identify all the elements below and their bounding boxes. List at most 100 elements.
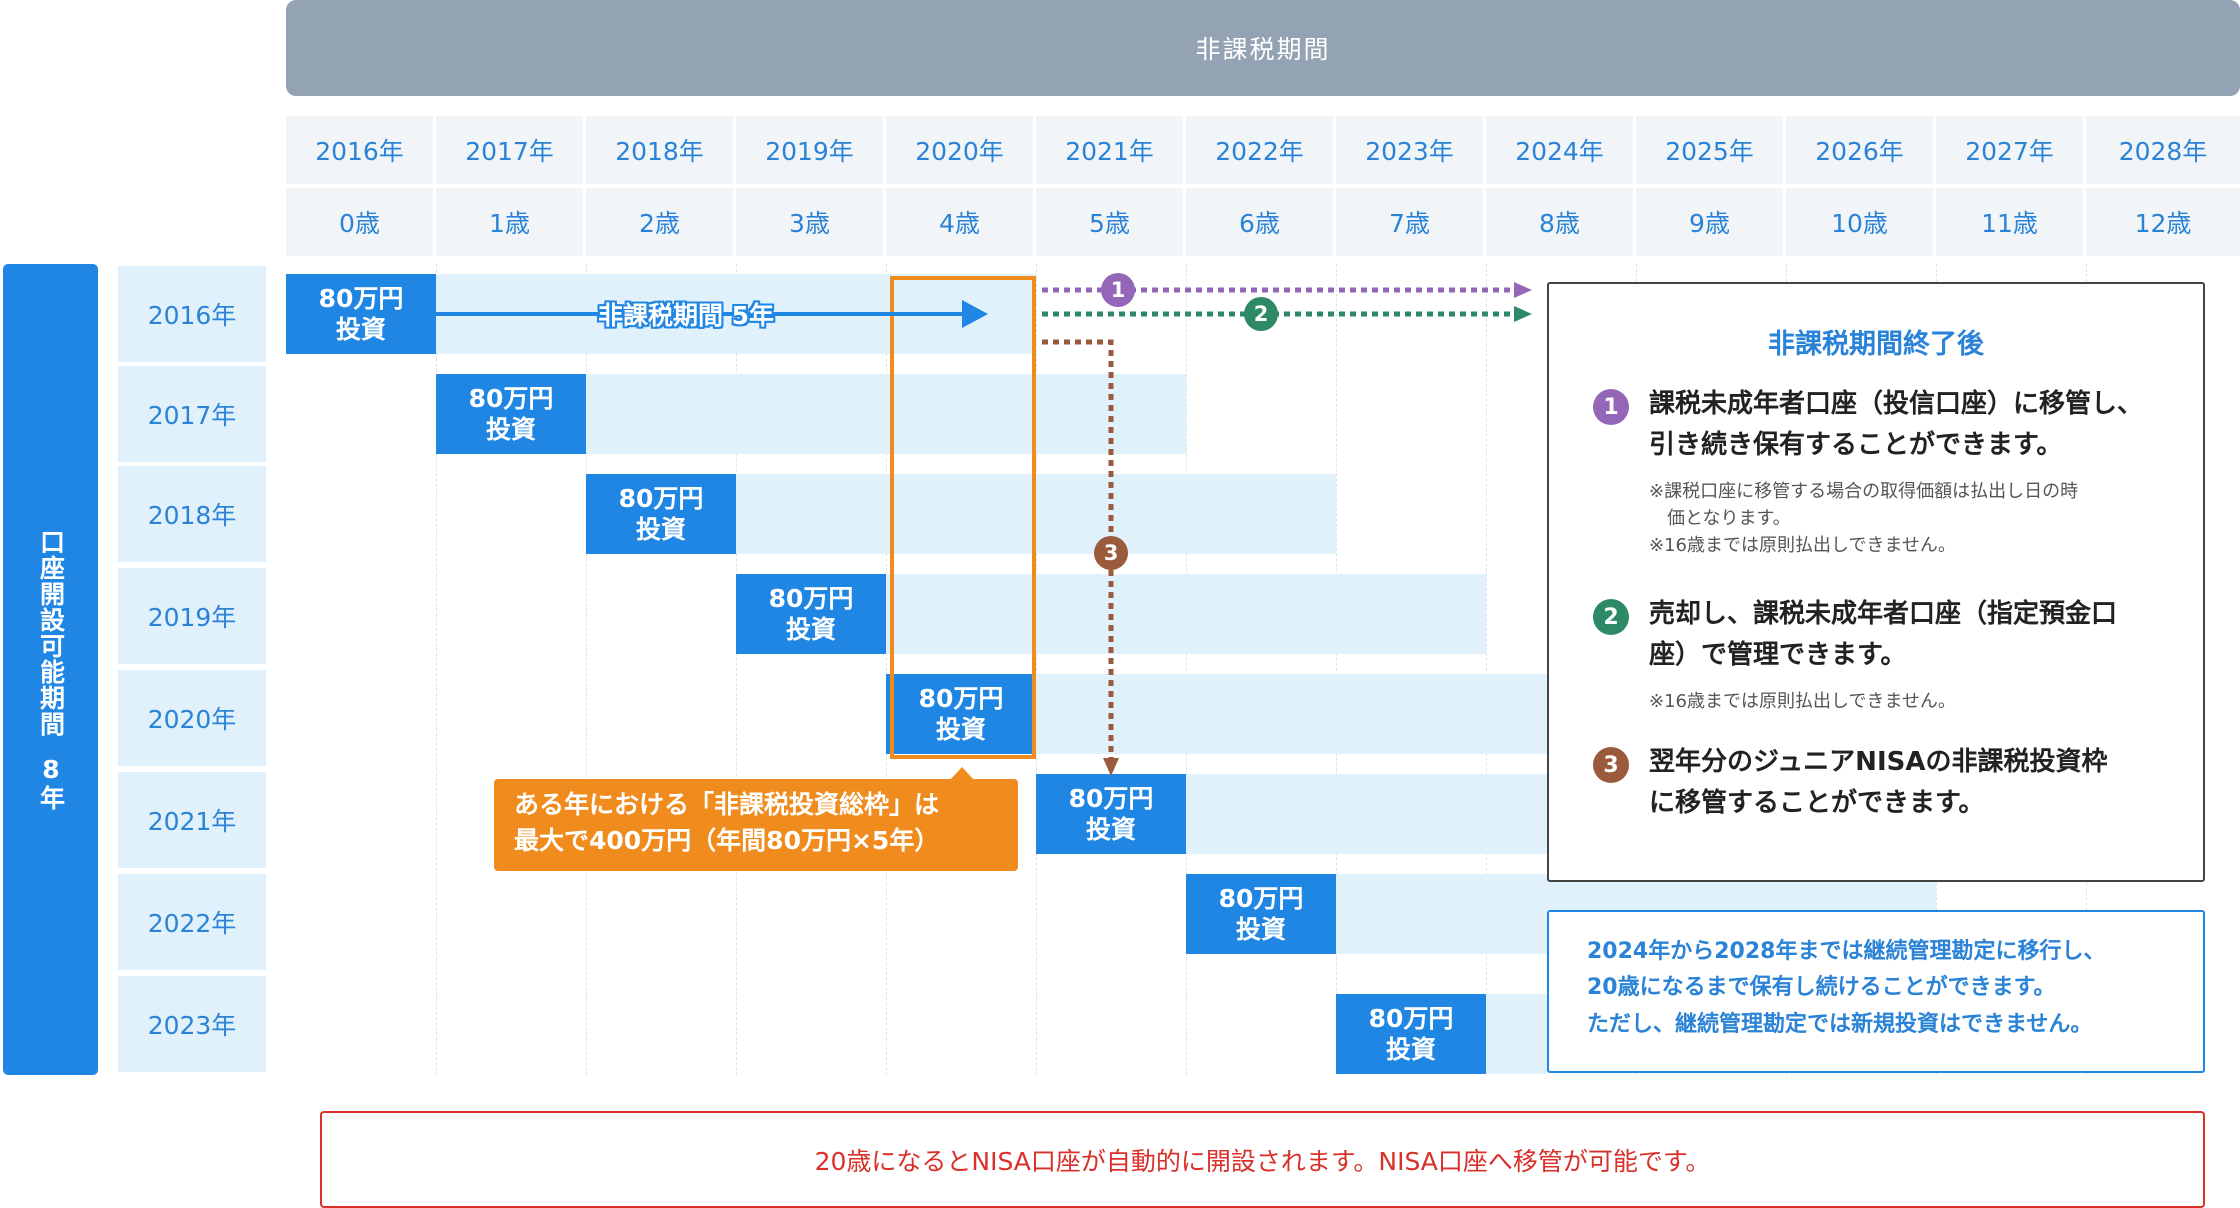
age-header-1: 1歳	[436, 188, 583, 256]
item-2-line-2: 座）で管理できます。	[1649, 640, 1907, 671]
item-2-line-1: 売却し、課税未成年者口座（指定預金口	[1649, 599, 2118, 629]
item-1-badge: 1	[1593, 389, 1629, 425]
investment-amount: 80万円	[918, 683, 1004, 713]
grid-line	[1336, 264, 1337, 1075]
item-2-note-1: ※16歳までは原則払出しできません。	[1649, 691, 1956, 713]
year-header-2020: 2020年	[886, 116, 1033, 184]
row-label-2016: 2016年	[118, 266, 266, 362]
row-label-2019: 2019年	[118, 568, 266, 664]
investment-label: 投資	[785, 615, 836, 644]
item-1-line-1: 課税未成年者口座（投信口座）に移管し、	[1649, 389, 2144, 419]
investment-amount: 80万円	[1368, 1003, 1454, 1033]
callout-line-2: 最大で400万円（年間80万円×5年）	[514, 826, 940, 856]
year-header-2016: 2016年	[286, 116, 433, 184]
route-3-marker	[1094, 536, 1128, 570]
investment-label: 投資	[1235, 915, 1286, 944]
grid-line	[1186, 264, 1187, 1075]
notice-text: 20歳になるとNISA口座が自動的に開設されます。NISA口座へ移管が可能です。	[814, 1146, 1711, 1176]
grid-line	[1486, 264, 1487, 1075]
tax-exempt-period-label: 非課税期間 5年	[597, 301, 775, 330]
route-3-number: 3	[1103, 541, 1119, 565]
row-label-2021: 2021年	[118, 772, 266, 868]
investment-block-2021: 80万円 投資	[1036, 774, 1186, 854]
note-line-3: ただし、継続管理勘定では新規投資はできません。	[1587, 1011, 2093, 1037]
age-header-7: 7歳	[1336, 188, 1483, 256]
route-1-number: 1	[1110, 278, 1126, 302]
investment-block-2019: 80万円 投資	[736, 574, 886, 654]
year-header-2023: 2023年	[1336, 116, 1483, 184]
total-frame-callout: ある年における「非課税投資総枠」は 最大で400万円（年間80万円×5年）	[494, 779, 1018, 871]
item-3-line-2: に移管することができます。	[1649, 788, 1985, 819]
age-header-10: 10歳	[1786, 188, 1933, 256]
route-3-arrow-line	[1042, 339, 1114, 758]
age-header-8: 8歳	[1486, 188, 1633, 256]
route-2-number: 2	[1253, 302, 1269, 326]
investment-block-2018: 80万円 投資	[586, 474, 736, 554]
item-1-line-2: 引き続き保有することができます。	[1649, 430, 2063, 461]
route-2-marker	[1244, 297, 1278, 331]
investment-block-2017: 80万円 投資	[436, 374, 586, 454]
info-title: 非課税期間終了後	[1768, 329, 1984, 360]
grid-line	[586, 264, 587, 1075]
item-3-badge: 3	[1593, 747, 1629, 783]
age-header-4: 4歳	[886, 188, 1033, 256]
investment-block-2020: 80万円 投資	[886, 674, 1036, 754]
item-1-note-2: 価となります。	[1667, 508, 1791, 530]
year-header-2021: 2021年	[1036, 116, 1183, 184]
tax-exempt-period-header: 非課税期間	[286, 0, 2240, 96]
tax-exempt-arrow-head	[962, 300, 988, 328]
route-1-marker	[1101, 273, 1135, 307]
callout-pointer	[950, 767, 974, 780]
item-1-note-3: ※16歳までは原則払出しできません。	[1649, 535, 1956, 557]
year-header-2028: 2028年	[2086, 116, 2240, 184]
investment-amount: 80万円	[618, 483, 704, 513]
age-header-0: 0歳	[286, 188, 433, 256]
year-header-2018: 2018年	[586, 116, 733, 184]
year-header-2025: 2025年	[1636, 116, 1783, 184]
age-header-3: 3歳	[736, 188, 883, 256]
grid-line	[736, 264, 737, 1075]
investment-amount: 80万円	[318, 283, 404, 313]
total-frame-highlight	[890, 276, 1036, 759]
item-1-note-1: ※課税口座に移管する場合の取得価額は払出し日の時	[1649, 481, 2079, 503]
investment-amount: 80万円	[468, 383, 554, 413]
investment-amount: 80万円	[768, 583, 854, 613]
investment-label: 投資	[1385, 1035, 1436, 1064]
investment-label: 投資	[485, 415, 536, 444]
account-opening-period-label: 口座開設可能期間	[36, 528, 66, 737]
year-header-2027: 2027年	[1936, 116, 2083, 184]
item-3-line-1: 翌年分のジュニアNISAの非課税投資枠	[1649, 747, 2108, 777]
callout-line-1: ある年における「非課税投資総枠」は	[514, 790, 940, 819]
grid-line	[886, 264, 887, 1075]
note-line-1: 2024年から2028年までは継続管理勘定に移行し、	[1587, 939, 2106, 964]
investment-label: 投資	[335, 315, 386, 344]
row-label-2020: 2020年	[118, 670, 266, 766]
row-label-2017: 2017年	[118, 366, 266, 462]
nisa-auto-open-notice: 20歳になるとNISA口座が自動的に開設されます。NISA口座へ移管が可能です。	[320, 1111, 2205, 1208]
route-3-arrow-head	[1103, 758, 1119, 776]
info-item-2: 2 売却し、課税未成年者口座（指定預金口 座）で管理できます。 ※16歳までは原…	[1593, 594, 2178, 715]
grid-line	[1036, 264, 1037, 1075]
investment-amount: 80万円	[1218, 883, 1304, 913]
age-header-12: 12歳	[2086, 188, 2240, 256]
after-period-info-box: 非課税期間終了後 1 課税未成年者口座（投信口座）に移管し、 引き続き保有するこ…	[1547, 282, 2205, 882]
row-label-2018: 2018年	[118, 466, 266, 562]
age-header-9: 9歳	[1636, 188, 1783, 256]
investment-amount: 80万円	[1068, 783, 1154, 813]
age-header-5: 5歳	[1036, 188, 1183, 256]
investment-label: 投資	[935, 715, 986, 744]
header-title: 非課税期間	[1195, 35, 1331, 64]
note-line-2: 20歳になるまで保有し続けることができます。	[1587, 975, 2056, 1001]
investment-block-2022: 80万円 投資	[1186, 874, 1336, 954]
route-2-arrow-head	[1514, 306, 1532, 322]
year-header-2017: 2017年	[436, 116, 583, 184]
investment-label: 投資	[635, 515, 686, 544]
investment-label: 投資	[1085, 815, 1136, 844]
investment-block-2016: 80万円 投資	[286, 274, 436, 354]
age-header-2: 2歳	[586, 188, 733, 256]
continuing-management-note: 2024年から2028年までは継続管理勘定に移行し、 20歳になるまで保有し続け…	[1547, 910, 2205, 1073]
year-header-2024: 2024年	[1486, 116, 1633, 184]
account-opening-period-bar: 口座開設可能期間 8年	[3, 264, 98, 1075]
grid-line	[436, 264, 437, 1075]
